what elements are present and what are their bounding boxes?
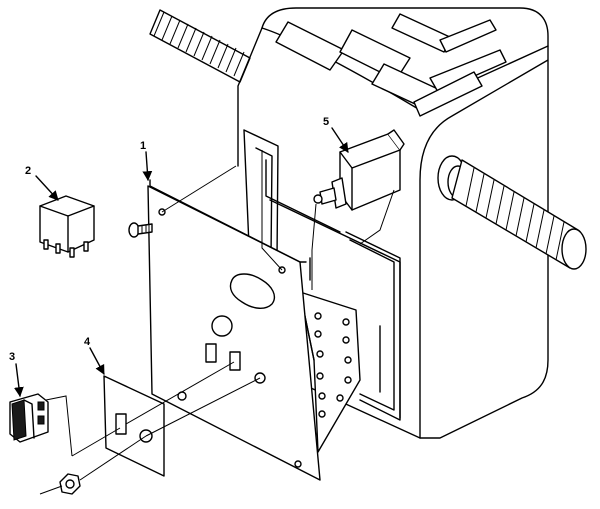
mounting-plate [147,150,321,481]
callout-4: 4 [84,336,91,348]
housing [237,7,549,439]
callout-5: 5 [323,116,329,128]
rocker-switch [9,393,73,457]
toggle-switch-assembly [311,129,405,290]
relay [39,195,95,258]
callout-1: 1 [140,140,146,152]
angle-bracket [299,291,361,453]
callout-3: 3 [9,351,15,363]
nut [39,435,147,495]
callout-arrows [14,127,349,397]
screw [128,222,153,238]
right-hose [437,155,587,270]
callout-2: 2 [25,165,31,177]
left-hose [149,9,251,83]
